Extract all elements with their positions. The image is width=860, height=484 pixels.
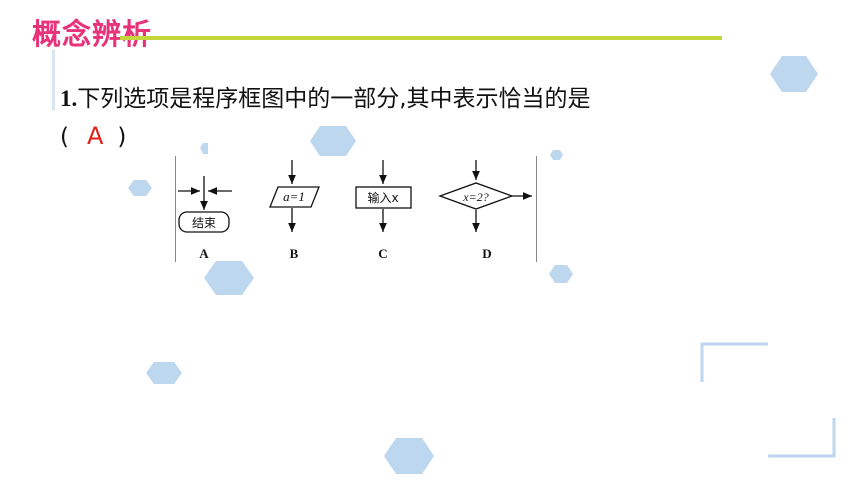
corner-bracket (768, 418, 836, 458)
option-d-box-text: x=2? (462, 190, 488, 204)
option-b-figure (269, 160, 320, 232)
question-number: 1. (60, 86, 78, 111)
hexagon-shape (146, 362, 182, 384)
corner-bracket (700, 342, 768, 382)
hexagon-shape (204, 261, 254, 295)
paren-open: ( (60, 124, 69, 150)
option-d-figure (438, 160, 532, 232)
option-c-label: C (378, 246, 387, 261)
hexagon-shape (549, 265, 573, 283)
hexagon-shape (384, 438, 434, 474)
option-c-figure (355, 160, 412, 232)
option-a-label: A (199, 246, 209, 261)
title-underline (120, 36, 722, 40)
rectangle-box (355, 186, 412, 209)
terminal-box (178, 211, 230, 233)
option-b-label: B (290, 246, 299, 261)
option-b-box-text: a=1 (283, 189, 305, 204)
left-decor-bar (52, 50, 55, 110)
option-a-figure (178, 176, 232, 233)
parallelogram-box (269, 186, 320, 208)
question-body: 下列选项是程序框图中的一部分,其中表示恰当的是 (77, 86, 591, 112)
section-title: 概念辨析 (32, 17, 153, 51)
option-d-label: D (482, 246, 491, 261)
option-a-box-text: 结束 (192, 216, 216, 230)
hexagon-shape (310, 126, 356, 156)
question-text: 1.下列选项是程序框图中的一部分,其中表示恰当的是 (60, 83, 591, 115)
option-c-box-text: 输入x (367, 190, 398, 205)
hexagon-shape (200, 143, 208, 154)
answer-line: ( A) (60, 120, 126, 153)
hexagon-shape (128, 180, 152, 196)
hexagon-shape (550, 150, 563, 160)
paren-close: ) (117, 124, 127, 150)
hexagon-shape (770, 56, 818, 92)
answer-value: A (86, 122, 104, 150)
flowchart-options: 结束 a=1 输入x x=2? A B C D (178, 160, 532, 261)
flowchart-figure: 结束 a=1 输入x x=2? A B C D (175, 156, 537, 262)
